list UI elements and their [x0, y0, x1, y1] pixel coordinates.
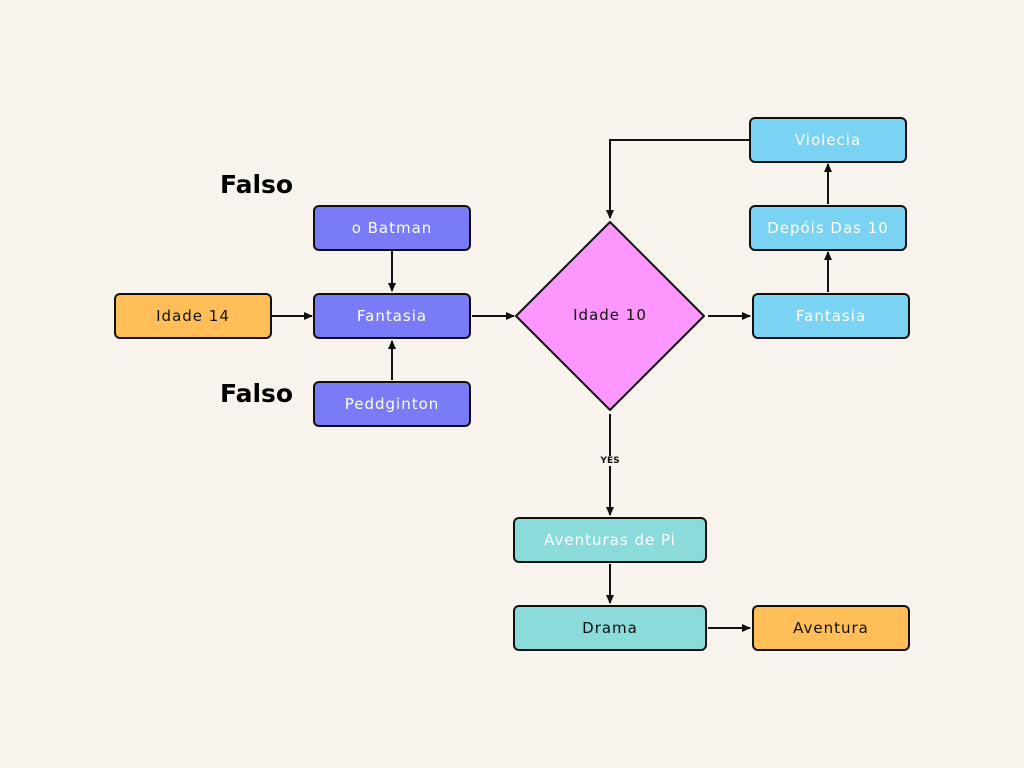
node-idade-14[interactable]: Idade 14 — [114, 293, 272, 339]
decision-diamond[interactable] — [515, 221, 705, 411]
yes-label: YES — [594, 456, 626, 466]
node-violecia[interactable]: Violecia — [749, 117, 907, 163]
node-fantasia-left[interactable]: Fantasia — [313, 293, 471, 339]
node-fantasia-right[interactable]: Fantasia — [752, 293, 910, 339]
falso-label-top: Falso — [220, 170, 294, 199]
arrow-violecia-to-decision — [606, 139, 749, 219]
node-o-batman[interactable]: o Batman — [313, 205, 471, 251]
decision-label-idade-10: Idade 10 — [573, 306, 647, 324]
node-aventuras-de-pi[interactable]: Aventuras de Pi — [513, 517, 707, 563]
node-peddginton[interactable]: Peddginton — [313, 381, 471, 427]
node-depois-das-10[interactable]: Depóis Das 10 — [749, 205, 907, 251]
falso-label-bottom: Falso — [220, 379, 294, 408]
node-drama[interactable]: Drama — [513, 605, 707, 651]
node-aventura[interactable]: Aventura — [752, 605, 910, 651]
